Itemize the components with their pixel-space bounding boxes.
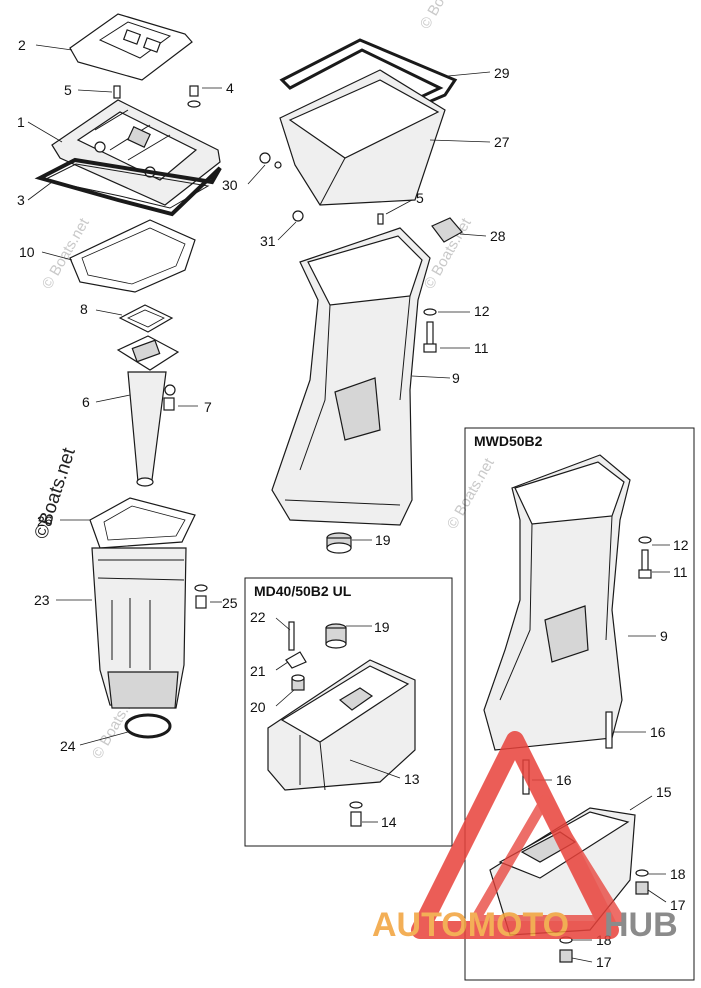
watermark-boats-1: © Boats.net	[417, 0, 471, 32]
callout-labels: 2 1 3 5 4 10 8 6 7 26 23 25 24 29 27 30 …	[17, 37, 689, 970]
callout-17-a: 17	[670, 897, 686, 913]
watermark-boats-4: © Boats.net	[444, 455, 498, 532]
callout-17-b: 17	[596, 954, 612, 970]
callout-20: 20	[250, 699, 266, 715]
logo-text-automoto: AUTOMOTO	[372, 906, 569, 944]
callout-12: 12	[474, 303, 490, 319]
logo-triangle-inner	[470, 795, 625, 925]
part-16-stud-a	[605, 711, 613, 749]
callout-5-left: 5	[64, 82, 72, 98]
part-18-washer-a	[635, 869, 649, 877]
mwd-variant-title: MWD50B2	[474, 433, 543, 449]
part-3-seal-inner	[42, 163, 210, 209]
part-12-washer	[423, 308, 437, 316]
leader-lines	[27, 44, 670, 963]
callout-19: 19	[375, 532, 391, 548]
part-25-bolt	[194, 584, 208, 609]
callout-9-mwd: 9	[660, 628, 668, 644]
part-3-seal	[34, 157, 222, 217]
callout-23: 23	[34, 592, 50, 608]
automotohub-logo: AUTOMOTO HUB	[372, 731, 678, 944]
part-20-cap	[291, 674, 305, 691]
part-21-clip	[285, 651, 307, 669]
callout-30: 30	[222, 177, 238, 193]
part-9-drive-housing	[271, 227, 431, 526]
callout-14: 14	[381, 814, 397, 830]
callout-11-mwd: 11	[673, 564, 688, 580]
callout-15: 15	[656, 784, 672, 800]
callout-28: 28	[490, 228, 506, 244]
callout-21: 21	[250, 663, 266, 679]
part-28-grommet	[431, 217, 463, 243]
callout-22: 22	[250, 609, 266, 625]
callout-7: 7	[204, 399, 212, 415]
part-4-bolt	[187, 85, 201, 108]
callout-19-md: 19	[374, 619, 390, 635]
callout-8: 8	[80, 301, 88, 317]
callout-9: 9	[452, 370, 460, 386]
part-8-gasket	[118, 304, 174, 333]
callout-1: 1	[17, 114, 25, 130]
part-2-plate	[69, 13, 193, 81]
callout-4: 4	[226, 80, 234, 96]
callout-12-mwd: 12	[673, 537, 689, 553]
part-14-bolt	[349, 801, 363, 827]
part-11-bolt	[423, 321, 437, 353]
md-variant-title: MD40/50B2 UL	[254, 583, 352, 599]
callout-27: 27	[494, 134, 510, 150]
part-19-mount	[326, 532, 352, 554]
callout-10: 10	[19, 244, 35, 260]
callout-6: 6	[82, 394, 90, 410]
part-5-pin-right	[377, 213, 384, 225]
md-variant-box	[244, 577, 453, 847]
callout-11: 11	[474, 340, 489, 356]
callout-26: 26	[37, 513, 53, 529]
part-17-nut-b	[559, 949, 573, 963]
watermark-boats-main: ©Boats.net	[31, 445, 80, 542]
callout-16-b: 16	[556, 772, 572, 788]
part-9-drive-housing-mwd	[483, 454, 631, 751]
callout-25: 25	[222, 595, 238, 611]
callout-31: 31	[260, 233, 276, 249]
part-17-nut-a	[635, 881, 649, 895]
callout-29: 29	[494, 65, 510, 81]
callout-3: 3	[17, 192, 25, 208]
part-30-bolt	[259, 152, 282, 169]
part-24-seal-ring	[124, 713, 172, 739]
mwd-variant-box	[464, 427, 695, 981]
part-7-bolts	[163, 384, 176, 411]
logo-text-hub: HUB	[604, 906, 678, 944]
part-27-tray	[279, 69, 446, 206]
part-13-extension	[267, 659, 416, 791]
callout-18-a: 18	[670, 866, 686, 882]
part-11-bolt-mwd	[638, 549, 652, 579]
part-5-pin	[113, 85, 121, 99]
part-12-washer-mwd	[638, 536, 652, 544]
callout-24: 24	[60, 738, 76, 754]
part-6-exhaust-pipe	[116, 335, 180, 487]
part-22-bolt	[288, 621, 295, 651]
callout-13: 13	[404, 771, 420, 787]
part-19-mount-md	[325, 623, 347, 649]
part-1-adapter-plate	[51, 99, 221, 206]
callout-16-a: 16	[650, 724, 666, 740]
part-23-oil-pan	[89, 497, 196, 709]
part-31-grommet	[292, 210, 304, 222]
callout-2: 2	[18, 37, 26, 53]
part-10-gasket	[69, 219, 196, 293]
callout-5-right: 5	[416, 190, 424, 206]
